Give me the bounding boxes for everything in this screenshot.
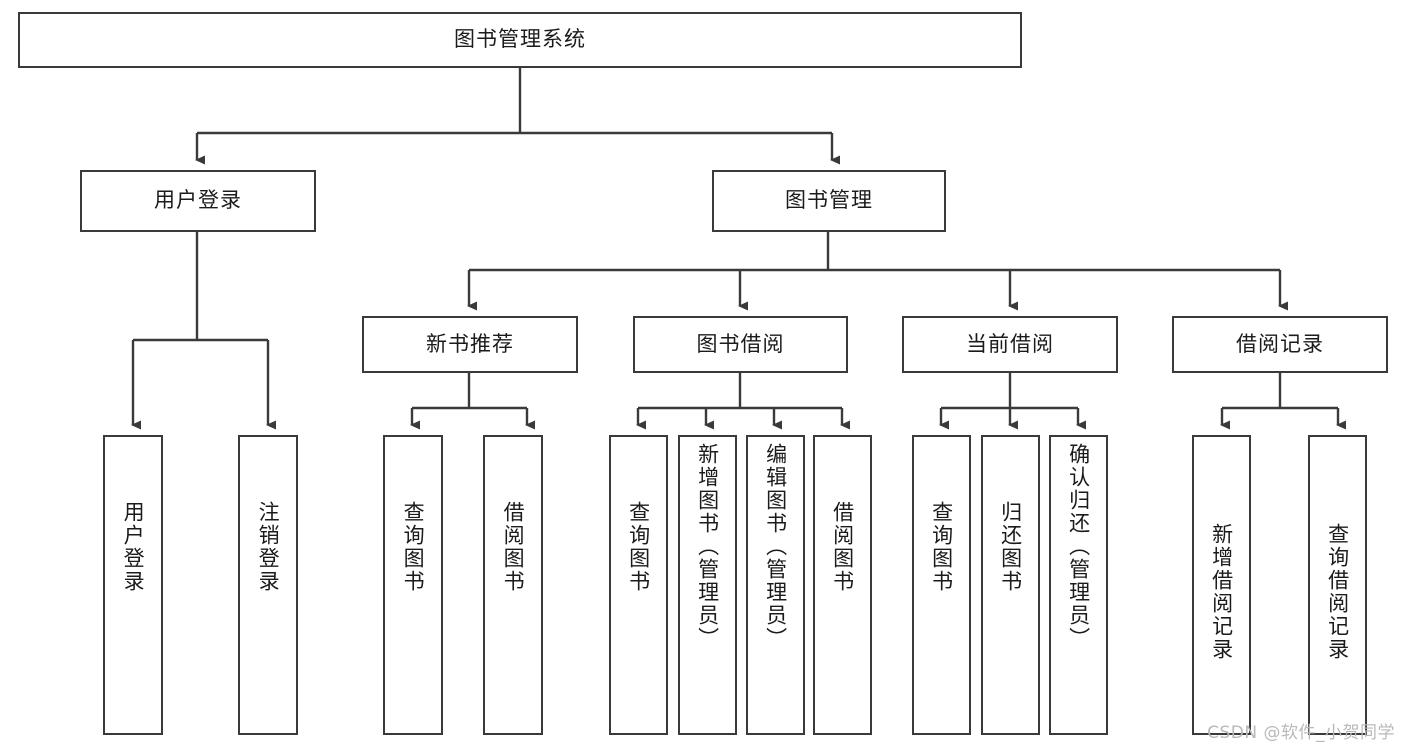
node-leaf-borrow-book-2[interactable]: 借阅图书: [813, 435, 872, 735]
node-leaf-confirm-return-label: 确认归还（管理员）: [1066, 443, 1091, 650]
node-leaf-add-book[interactable]: 新增图书（管理员）: [678, 435, 737, 735]
node-book-manage-label: 图书管理: [785, 188, 873, 213]
node-leaf-add-record-label: 新增借阅记录: [1209, 523, 1234, 661]
node-leaf-query-record[interactable]: 查询借阅记录: [1308, 435, 1367, 735]
node-leaf-user-login-label: 用户登录: [121, 501, 146, 593]
node-leaf-borrow-book-2-label: 借阅图书: [830, 501, 855, 593]
node-leaf-query-book-1[interactable]: 查询图书: [383, 435, 443, 735]
node-leaf-query-book-1-label: 查询图书: [401, 501, 426, 593]
node-leaf-query-record-label: 查询借阅记录: [1325, 523, 1350, 661]
node-book-manage[interactable]: 图书管理: [712, 170, 946, 232]
node-current-borrow[interactable]: 当前借阅: [902, 316, 1118, 373]
node-user-login[interactable]: 用户登录: [80, 170, 316, 232]
node-book-borrow[interactable]: 图书借阅: [633, 316, 848, 373]
node-leaf-borrow-book-1[interactable]: 借阅图书: [483, 435, 543, 735]
node-leaf-add-record[interactable]: 新增借阅记录: [1192, 435, 1251, 735]
node-leaf-edit-book[interactable]: 编辑图书（管理员）: [746, 435, 805, 735]
node-leaf-borrow-book-1-label: 借阅图书: [501, 501, 526, 593]
node-root-label: 图书管理系统: [454, 27, 586, 52]
node-leaf-query-book-3-label: 查询图书: [929, 501, 954, 593]
node-borrow-record[interactable]: 借阅记录: [1172, 316, 1388, 373]
node-leaf-query-book-2[interactable]: 查询图书: [609, 435, 668, 735]
node-new-book-recommend-label: 新书推荐: [426, 331, 514, 356]
node-leaf-query-book-2-label: 查询图书: [626, 501, 651, 593]
csdn-watermark: CSDN @软件_小贺同学: [1207, 723, 1395, 743]
node-leaf-logout-login[interactable]: 注销登录: [238, 435, 298, 735]
node-leaf-confirm-return[interactable]: 确认归还（管理员）: [1049, 435, 1108, 735]
node-leaf-return-book[interactable]: 归还图书: [981, 435, 1040, 735]
node-leaf-edit-book-label: 编辑图书（管理员）: [763, 443, 788, 650]
node-leaf-return-book-label: 归还图书: [998, 501, 1023, 593]
node-leaf-query-book-3[interactable]: 查询图书: [912, 435, 971, 735]
node-new-book-recommend[interactable]: 新书推荐: [362, 316, 578, 373]
node-current-borrow-label: 当前借阅: [966, 331, 1054, 356]
node-leaf-add-book-label: 新增图书（管理员）: [695, 443, 720, 650]
node-root[interactable]: 图书管理系统: [18, 12, 1022, 68]
node-leaf-user-login[interactable]: 用户登录: [103, 435, 163, 735]
node-borrow-record-label: 借阅记录: [1236, 331, 1324, 356]
node-user-login-label: 用户登录: [154, 188, 242, 213]
node-leaf-logout-login-label: 注销登录: [256, 501, 281, 593]
node-book-borrow-label: 图书借阅: [696, 331, 785, 356]
